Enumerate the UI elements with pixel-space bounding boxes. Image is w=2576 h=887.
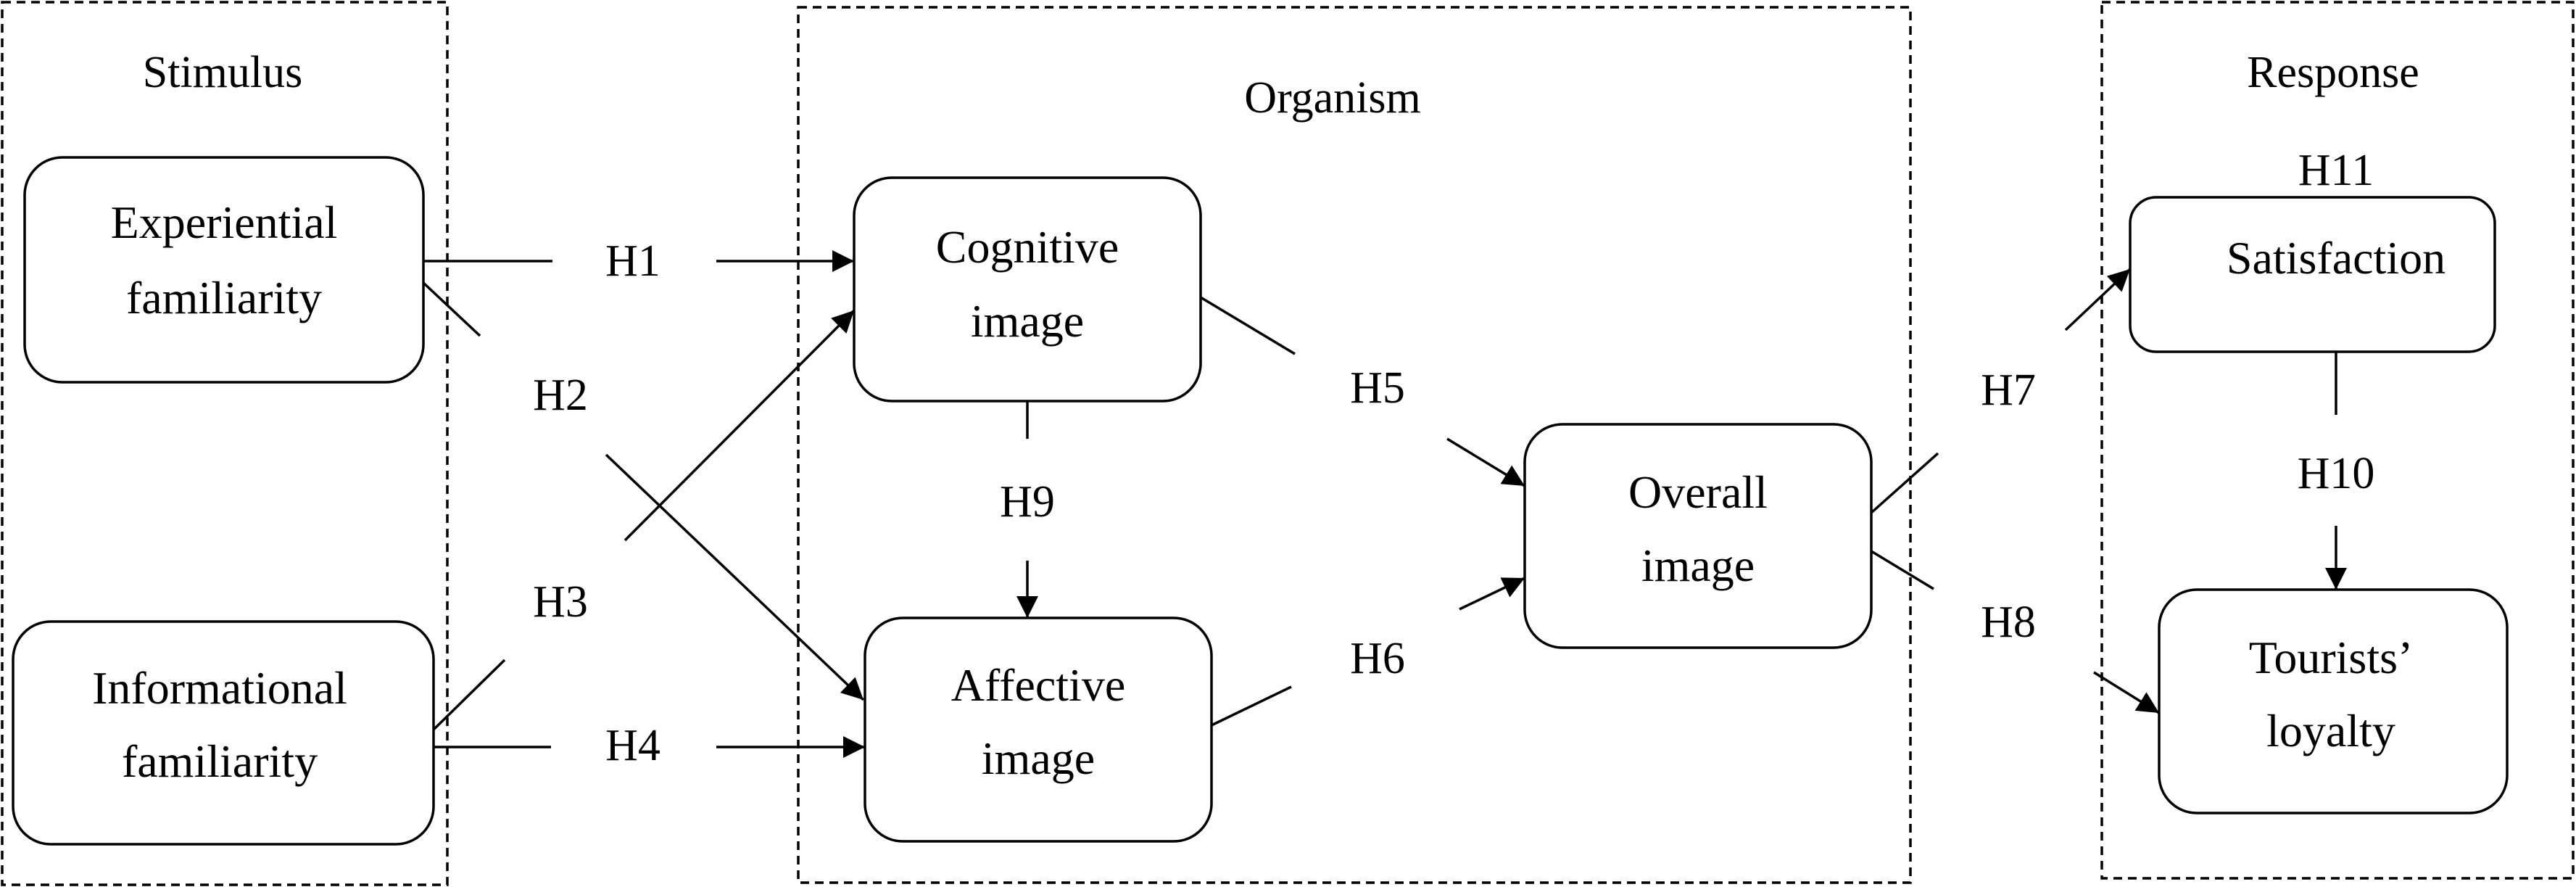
affective-image-label-line1: Affective (951, 659, 1125, 711)
overall-image-label-line1: Overall (1628, 466, 1768, 518)
response-title: Response (2247, 48, 2419, 97)
overall-image-label-line2: image (1641, 540, 1755, 591)
cognitive-image-box (853, 176, 1202, 403)
h8-arrow (2093, 671, 2160, 714)
informational-familiarity-box (12, 620, 435, 846)
h3-line (432, 659, 506, 731)
h5-line (1200, 296, 1296, 355)
h8-label: H8 (1981, 598, 2036, 647)
tourists-loyalty-box (2158, 588, 2509, 814)
organism-title: Organism (1244, 73, 1420, 123)
h7-label: H7 (1981, 366, 2036, 415)
overall-image-box (1523, 423, 1873, 649)
h6-line (1211, 685, 1292, 727)
h5-label: H5 (1350, 363, 1405, 413)
h2-line (422, 281, 481, 337)
response-group (2100, 1, 2575, 880)
h8-line (1871, 550, 1934, 590)
h6-arrow (1459, 577, 1525, 611)
experiential-familiarity-label-line2: familiarity (126, 272, 322, 323)
h6-label: H6 (1350, 634, 1405, 683)
experiential-familiarity-label-line1: Experiential (111, 197, 338, 248)
h2-label: H2 (533, 371, 588, 420)
h3-label: H3 (533, 577, 588, 627)
informational-familiarity-label-line2: familiarity (122, 735, 318, 787)
h4-label: H4 (605, 721, 660, 770)
organism-group (797, 6, 1912, 884)
stimulus-group (1, 1, 449, 886)
h7-line (1870, 452, 1939, 514)
stimulus-title: Stimulus (143, 48, 303, 97)
tourists-loyalty-label-line2: loyalty (2266, 705, 2395, 756)
satisfaction-box (2129, 196, 2496, 353)
h5-arrow (1446, 437, 1525, 487)
cognitive-image-label-line2: image (971, 295, 1084, 347)
affective-image-box (864, 616, 1213, 843)
informational-familiarity-label-line1: Informational (92, 662, 347, 714)
h3-arrow (624, 309, 856, 542)
affective-image-label-line2: image (982, 733, 1095, 784)
h10-label: H10 (2298, 449, 2375, 498)
h7-arrow (2064, 268, 2132, 331)
h9-label: H9 (1000, 477, 1055, 527)
cognitive-image-label-line1: Cognitive (936, 221, 1119, 273)
experiential-familiarity-box (23, 156, 425, 384)
tourists-loyalty-label-line1: Tourists’ (2249, 632, 2414, 683)
h1-label: H1 (605, 236, 660, 286)
h2-arrow (605, 453, 865, 701)
satisfaction-label: Satisfaction (2227, 232, 2445, 284)
h11-label: H11 (2298, 146, 2374, 195)
